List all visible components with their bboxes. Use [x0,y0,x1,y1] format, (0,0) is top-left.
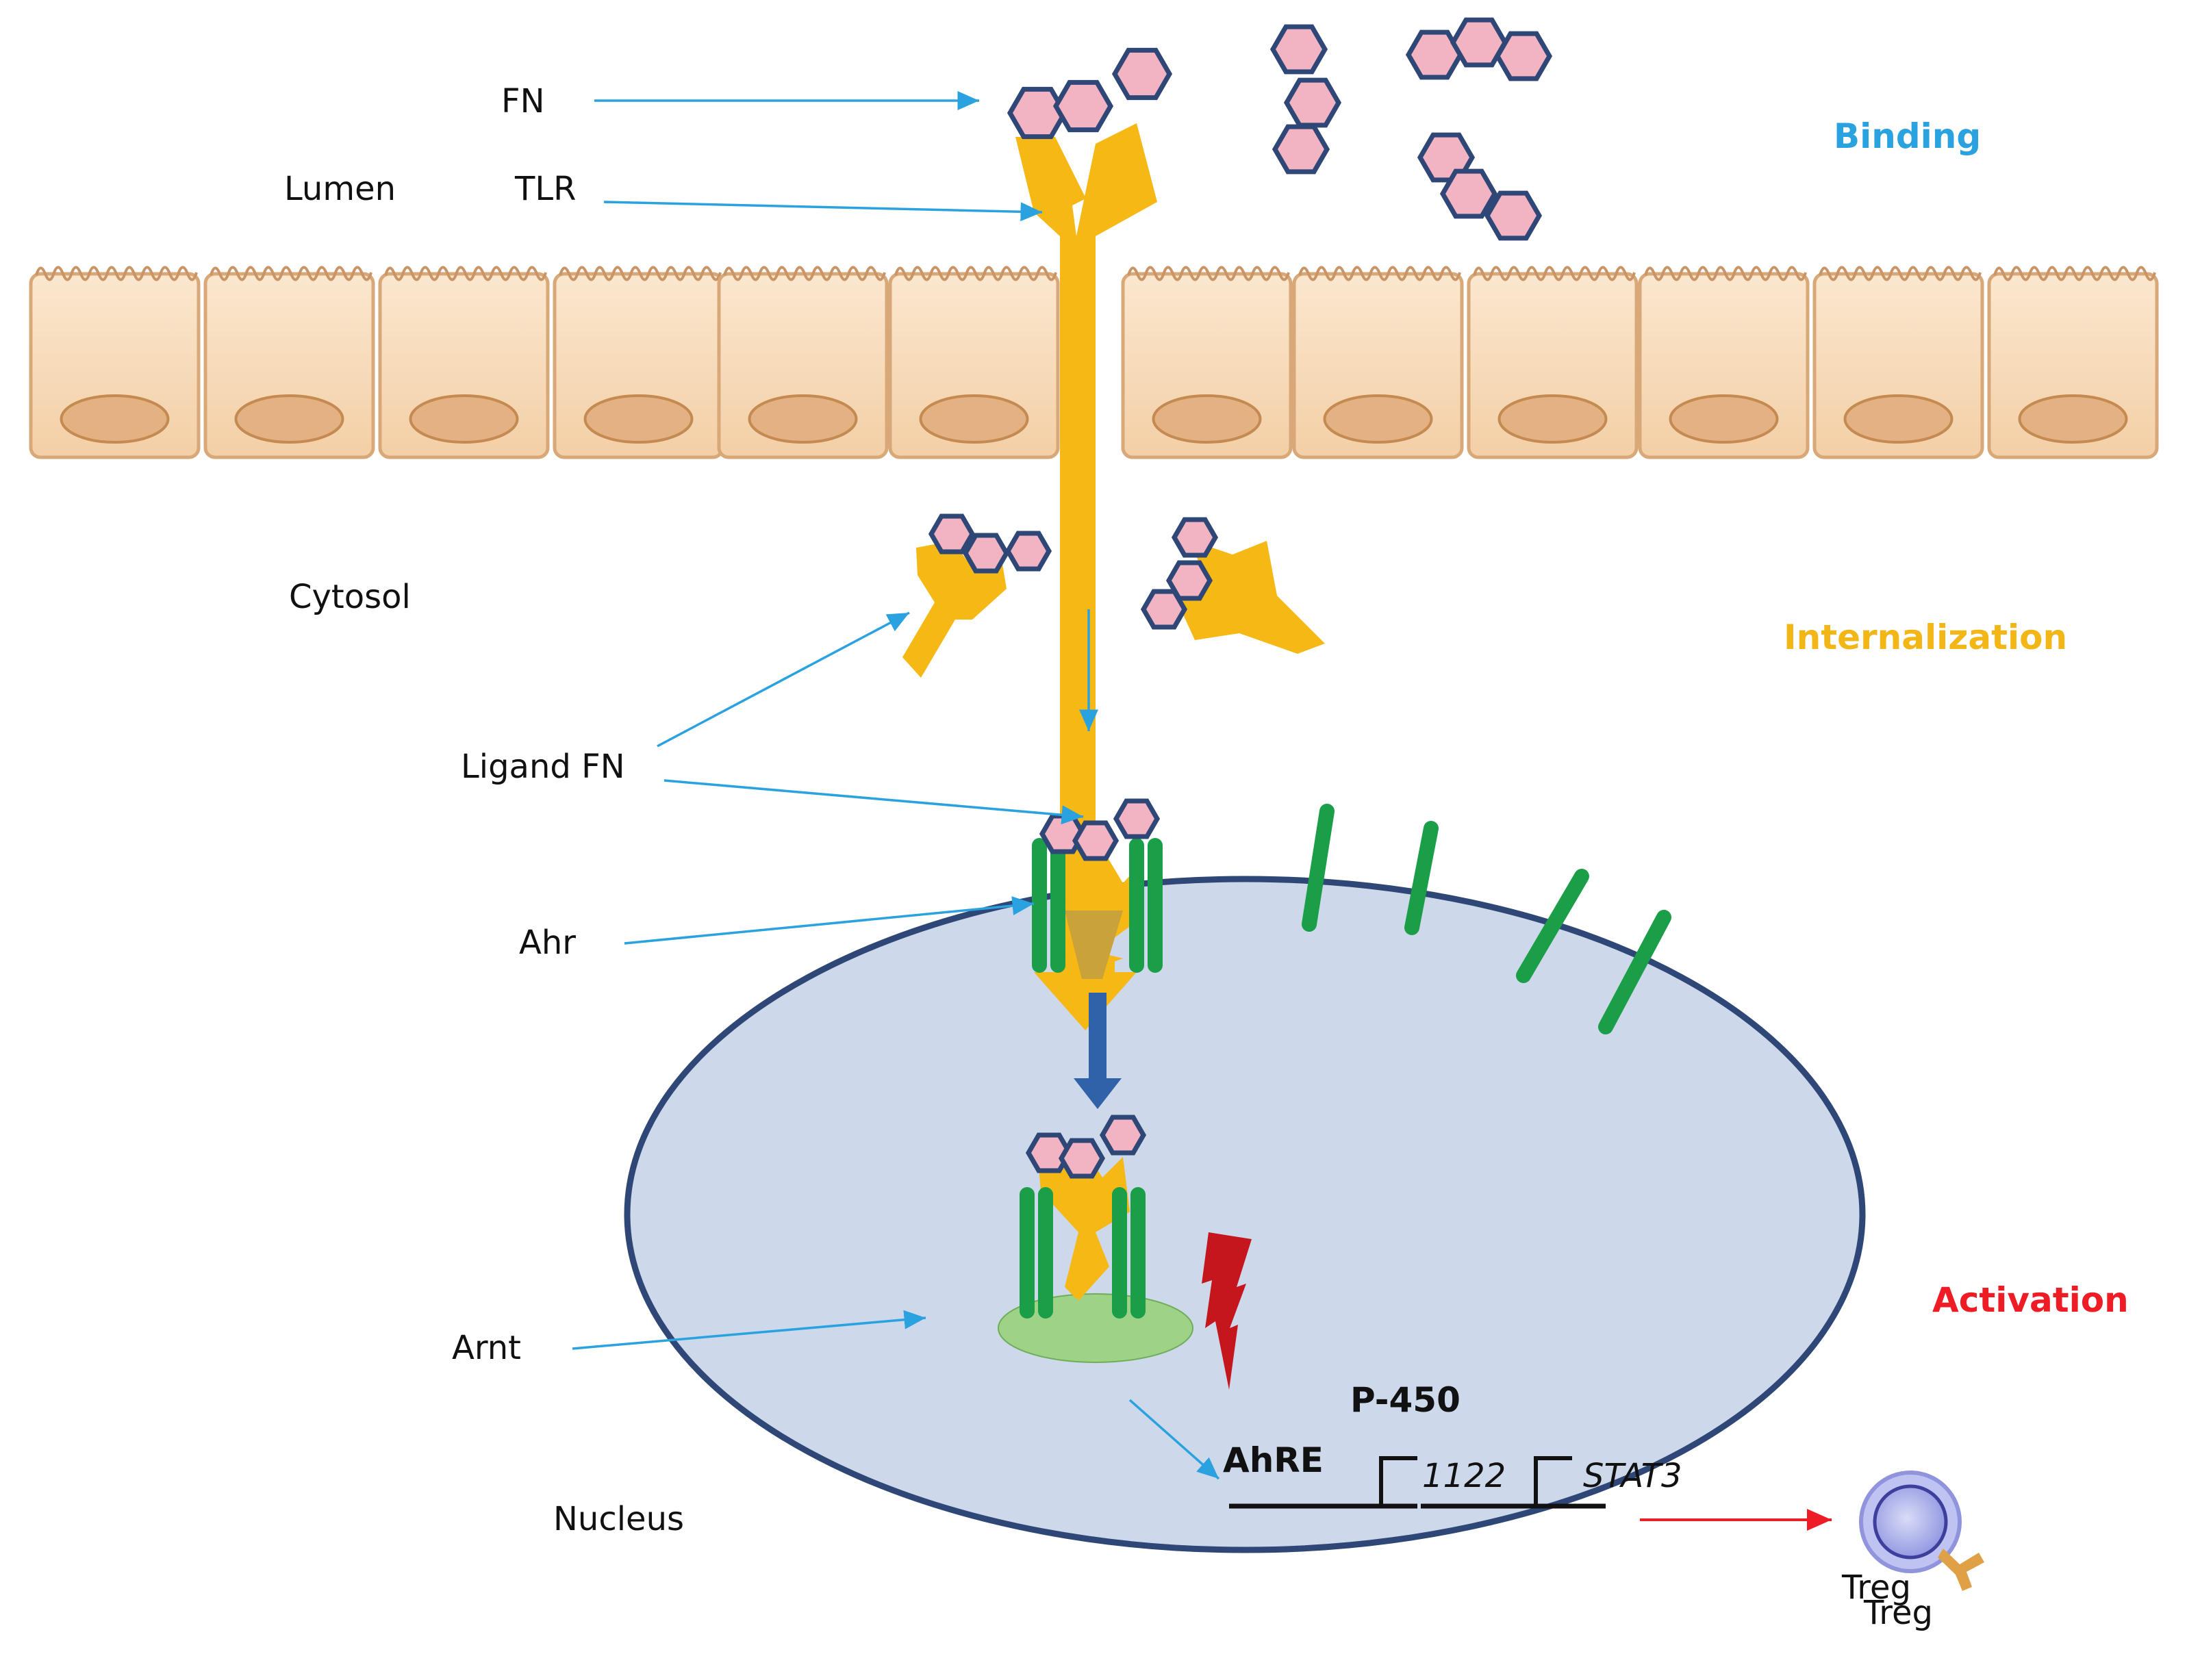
ligand-hexagon-icon [928,513,1219,630]
ligand-hexagon-icon [1439,168,1498,219]
stage-internalization: Internalization [1784,618,2067,657]
cell-nucleus [60,394,170,444]
ligand-hexagon-icon [1272,124,1330,175]
ahr-bar [1302,804,1335,932]
ligand-hexagon-icon [962,533,1010,574]
ahr-bar [1404,821,1439,935]
epithelial-cell [29,266,201,459]
label-ligand-fn: Ligand FN [461,748,625,786]
cell-nucleus [1669,394,1779,444]
arrow-to-ahre [1128,1399,1220,1480]
gene-locus [1229,1456,1606,1509]
ligand-hexagon-icon [1099,1115,1147,1156]
ligand-hexagon-icon [1269,24,1328,75]
label-gene-1122: 1122 [1422,1457,1506,1495]
epithelial-layer [29,266,2159,459]
ahr-green-bars [1020,1187,1146,1319]
ligand-hexagon-icon [928,513,976,555]
ahr-bar [1516,869,1589,983]
ligand-hexagon-icon [1052,79,1114,133]
ligand-hexagon-icon [1450,17,1508,68]
epithelial-cell [378,266,550,459]
epithelial-cell [1638,266,1810,459]
label-p450: P-450 [1350,1380,1461,1420]
ligand-hexagon-icon [1058,1138,1106,1179]
epithelial-cell [1987,266,2159,459]
ligand-hexagon-icon [1140,589,1188,630]
label-arnt: Arnt [452,1329,521,1367]
arrow-ligand-to-ahr [663,779,1084,825]
epithelial-cell [203,266,375,459]
translocation-arrow [1074,993,1122,1109]
epithelial-cell [717,266,889,459]
ligand-hexagon-icon [1007,86,1068,140]
cell-nucleus [583,394,694,444]
epithelial-cell [1121,266,1293,459]
ligand-hexagon-icon [1165,560,1213,601]
cell-nucleus [1843,394,1954,444]
ligand-hexagon-icon [1171,517,1219,558]
ligand-hexagon-icon [1072,820,1120,861]
epithelial-cell [1812,266,1984,459]
ahr-bar [1598,910,1671,1034]
cell-nucleus [409,394,519,444]
pointer-arrows [572,91,1220,1480]
epithelial-cell [1292,266,1464,459]
cell-nucleus [1323,394,1433,444]
label-ahr: Ahr [519,924,576,962]
arrow-ligand-to-cytosol-complex [657,611,910,748]
lightning-bolt-icon [1202,1232,1252,1390]
ligand-hexagon-icon [1494,31,1553,81]
cell-nucleus [919,394,1029,444]
label-treg: Treg [1863,1594,1933,1632]
label-tlr: TLR [514,170,576,208]
ahr-arnt-complex [1037,1150,1130,1301]
tlr-receptor-icon [1015,123,1157,1030]
ligand-hexagon-icon [1111,47,1173,101]
ligand-hexagon-icon [1113,798,1161,839]
arrow-arnt [572,1310,926,1350]
ligand-hexagon-icon [1004,531,1052,572]
ligand-hexagon-icon [1025,1132,1073,1173]
stage-binding: Binding [1834,116,1981,156]
internalized-complex-left [902,541,1007,678]
cell-nucleus [2018,394,2128,444]
internalized-complex-right [1178,541,1325,654]
label-cytosol: Cytosol [289,578,411,616]
label-ahre: AhRE [1223,1440,1324,1480]
epithelial-cell [553,266,724,459]
treg-cell-icon [1859,1471,1984,1591]
nucleus [624,876,1866,1553]
cell-nucleus [1497,394,1608,444]
epithelial-cell [888,266,1060,459]
label-lumen: Lumen [284,170,396,208]
ahr-green-bars [1032,804,1671,1034]
arrow-ahr [624,896,1035,945]
label-fn: FN [501,82,545,120]
ahr-complex-membrane [1054,849,1142,979]
free-ligands [1269,17,1553,241]
ligand-hexagon-icon [1283,77,1342,128]
cell-nucleus [234,394,344,444]
stage-activation: Activation [1932,1280,2129,1320]
ligand-hexagon-icon [1025,1115,1147,1179]
ligand-hexagon-icon [1007,47,1173,140]
arrow-tlr [603,201,1043,222]
ligand-hexagon-icon [1405,29,1464,80]
cell-nucleus [748,394,858,444]
label-nucleus: Nucleus [553,1500,684,1538]
cell-nucleus [1152,394,1262,444]
ligand-hexagon-icon [1484,190,1543,241]
epithelial-cell [1467,266,1639,459]
label-gene-stat3: STAT3 [1583,1457,1682,1495]
treg-watermark: Treg [1841,1568,1911,1607]
